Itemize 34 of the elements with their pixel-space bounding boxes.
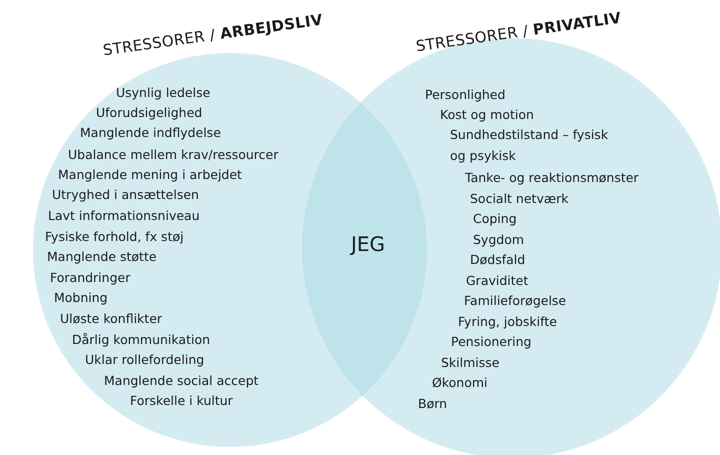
stressor-text: Manglende social accept [104,372,259,390]
stressor-text: Forskelle i kultur [130,392,233,410]
stressor-text: Manglende støtte [47,248,157,266]
stressor-text: Tanke- og reaktionsmønster [465,169,639,187]
stressor-text: Børn [418,395,448,413]
stressor-text: Manglende indflydelse [80,124,221,142]
stressor-text: Uklar rollefordeling [85,351,204,369]
stressor-text: Sundhedstilstand – fysisk og psykisk [450,126,610,165]
stressor-text: Personlighed [425,86,506,104]
stressor-text: Lavt informationsniveau [48,207,200,225]
stressor-text: Manglende mening i arbejdet [58,166,242,184]
stressor-text: Fyring, jobskifte [458,313,557,331]
stressor-text: Skilmisse [441,354,500,372]
stressor-text: Socialt netværk [470,190,568,208]
stressor-text: Økonomi [432,374,488,392]
circle-heading: STRESSORER / ARBEJDSLIV [102,10,324,60]
stressor-text: Sygdom [473,231,524,249]
stressor-text: Pensionering [451,333,532,351]
stressor-text: Ubalance mellem krav/ressourcer [68,146,278,164]
stressor-text: Forandringer [50,269,130,287]
stressor-text: Kost og motion [440,106,534,124]
stressor-text: Graviditet [466,272,528,290]
stressor-text: Usynlig ledelse [116,84,210,102]
stressor-text: Utryghed i ansættelsen [52,186,199,204]
stressor-text: Coping [473,210,517,228]
stressor-text: Uforudsigelighed [96,104,202,122]
center-label: JEG [351,232,386,256]
stressor-text: Mobning [54,289,108,307]
circle-heading: STRESSORER / PRIVATLIV [414,8,622,56]
stressor-text: Familieforøgelse [464,292,566,310]
stressor-text: Dårlig kommunikation [72,331,210,349]
stressor-text: Dødsfald [470,251,526,269]
stressor-text: Fysiske forhold, fx støj [45,228,184,246]
stressor-text: Uløste konflikter [60,310,162,328]
